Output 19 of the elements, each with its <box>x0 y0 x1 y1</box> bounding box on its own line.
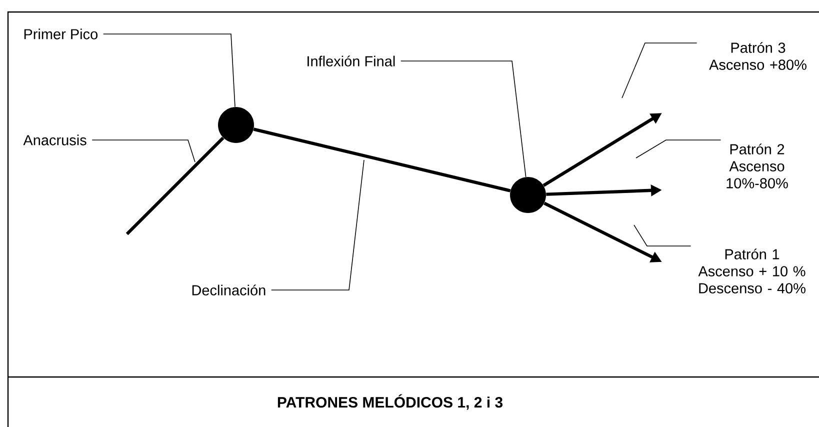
label-text: Patrón 3 Ascenso +80% <box>709 42 806 70</box>
leader-line <box>636 140 722 158</box>
title: PATRONES MELÓDICOS 1, 2 i 3 <box>278 394 503 410</box>
label-text: Patrón 1 Ascenso + 10 % Descenso - 40% <box>698 248 806 294</box>
leader-line <box>102 34 236 108</box>
label-text: Declinación <box>192 284 266 296</box>
dot <box>218 107 254 143</box>
leader-line <box>622 42 698 98</box>
contour-line <box>126 136 224 236</box>
label-text: Primer Pico <box>24 28 98 40</box>
label-text: Anacrusis <box>23 134 86 146</box>
leader-line <box>270 160 364 290</box>
leader-line <box>400 60 526 178</box>
leader-line <box>634 224 692 246</box>
dot <box>510 177 546 213</box>
label-text: Patrón 2 Ascenso 10%-80% <box>726 144 788 188</box>
contour-line <box>253 128 511 192</box>
label-text: Inflexión Final <box>308 56 395 66</box>
leader-line <box>92 140 196 162</box>
